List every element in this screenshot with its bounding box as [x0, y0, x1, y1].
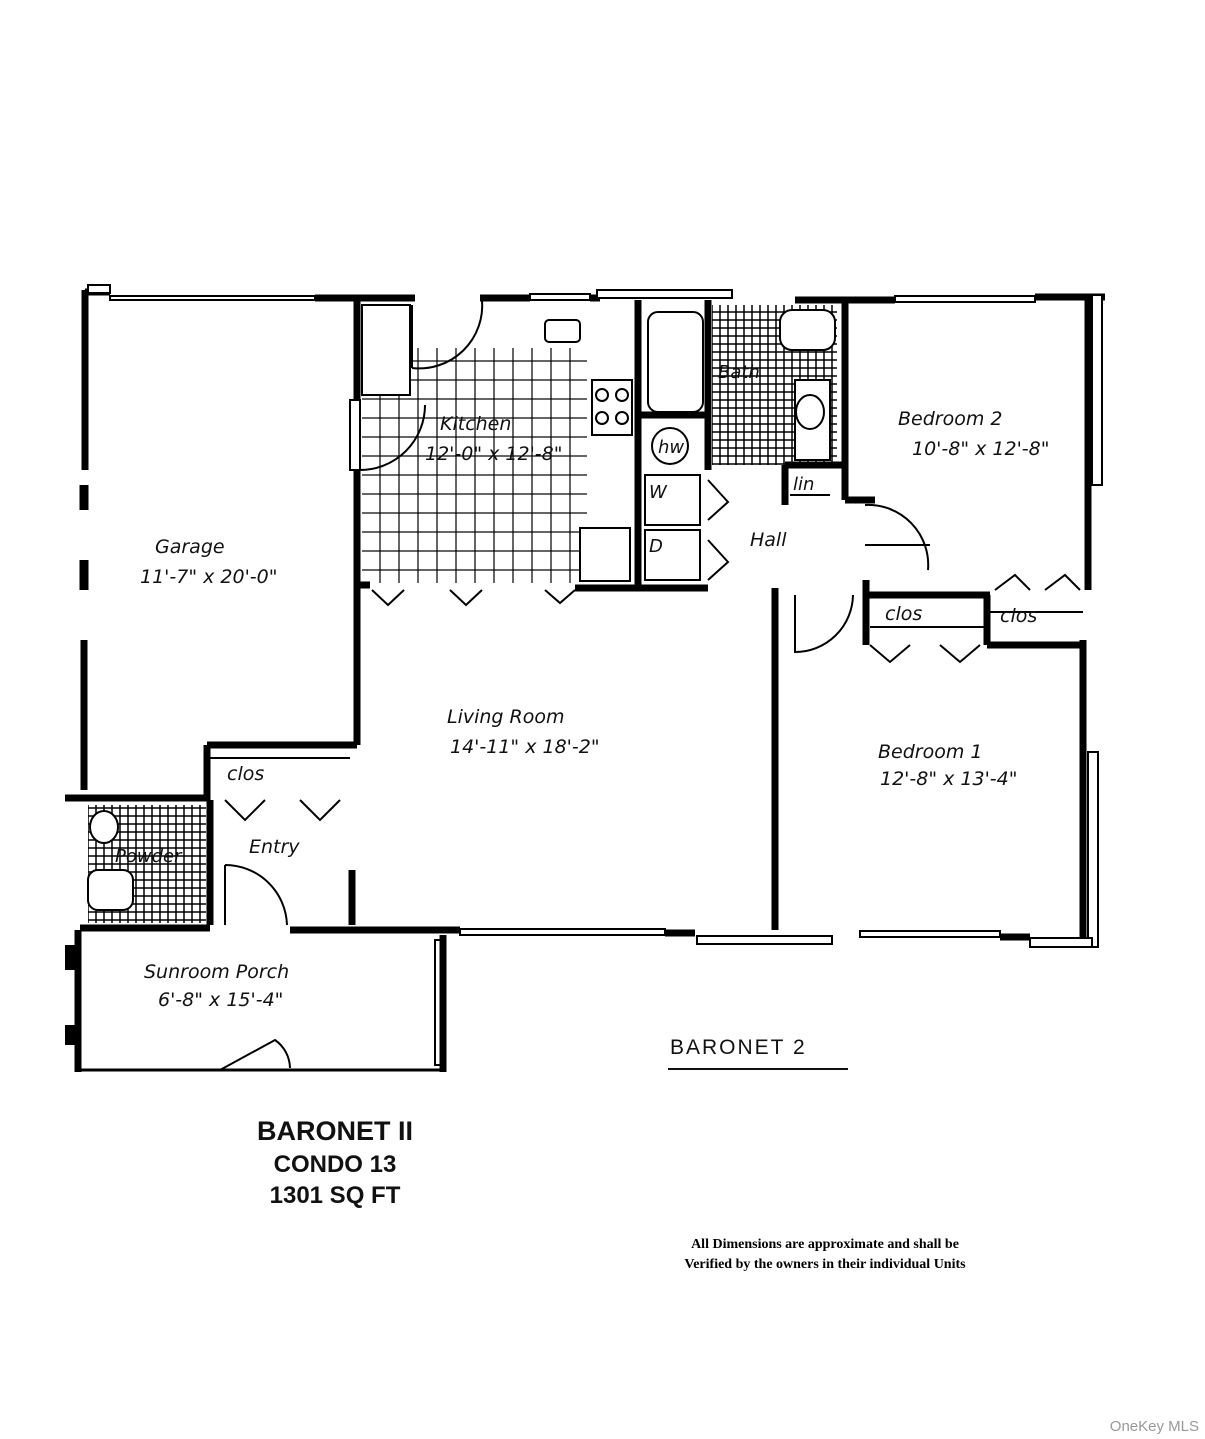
sunroom-dims: 6'-8" x 15'-4" — [158, 989, 283, 1011]
walls — [65, 288, 1105, 1072]
bedroom1-dims: 12'-8" x 13'-4" — [880, 768, 1018, 790]
watermark: OneKey MLS — [1109, 1418, 1199, 1435]
hall-label: Hall — [750, 529, 787, 551]
living-room-dims: 14'-11" x 18'-2" — [450, 736, 600, 758]
water-heater-label: hw — [658, 437, 684, 458]
condo-title: CONDO 13 — [273, 1151, 397, 1178]
living-room-label: Living Room — [447, 706, 565, 728]
entry-label: Entry — [249, 836, 300, 858]
dryer-label: D — [649, 536, 663, 557]
bedroom2-label: Bedroom 2 — [898, 408, 1002, 430]
tile-floors — [88, 305, 837, 923]
kitchen-dims: 12'-0" x 12'-8" — [425, 443, 563, 465]
kitchen-label: Kitchen — [440, 413, 511, 435]
windows — [109, 293, 1036, 1066]
disclaimer-line2: Verified by the owners in their individu… — [684, 1257, 966, 1272]
room-labels: Garage 11'-7" x 20'-0" Kitchen 12'-0" x … — [115, 362, 1050, 1011]
linen-label: lin — [793, 474, 814, 495]
plan-label-underline — [668, 1068, 848, 1070]
closet-label: clos — [227, 763, 264, 785]
doors — [210, 299, 1083, 1071]
plan-label: BARONET 2 — [670, 1036, 807, 1059]
fixtures — [87, 304, 836, 911]
powder-label: Powder — [115, 846, 183, 867]
closet-label: clos — [885, 603, 922, 625]
bath-label: Bath — [718, 362, 760, 383]
bedroom1-label: Bedroom 1 — [878, 741, 982, 763]
sunroom-label: Sunroom Porch — [144, 961, 289, 983]
area-title: 1301 SQ FT — [269, 1182, 401, 1209]
model-title: BARONET II — [256, 1116, 413, 1146]
disclaimer-line1: All Dimensions are approximate and shall… — [691, 1237, 959, 1252]
closet-label: clos — [1000, 605, 1037, 627]
hatched-walls — [87, 284, 1103, 948]
bedroom2-dims: 10'-8" x 12'-8" — [912, 438, 1050, 460]
washer-label: W — [649, 482, 668, 503]
garage-dims: 11'-7" x 20'-0" — [140, 566, 278, 588]
garage-label: Garage — [155, 536, 225, 558]
